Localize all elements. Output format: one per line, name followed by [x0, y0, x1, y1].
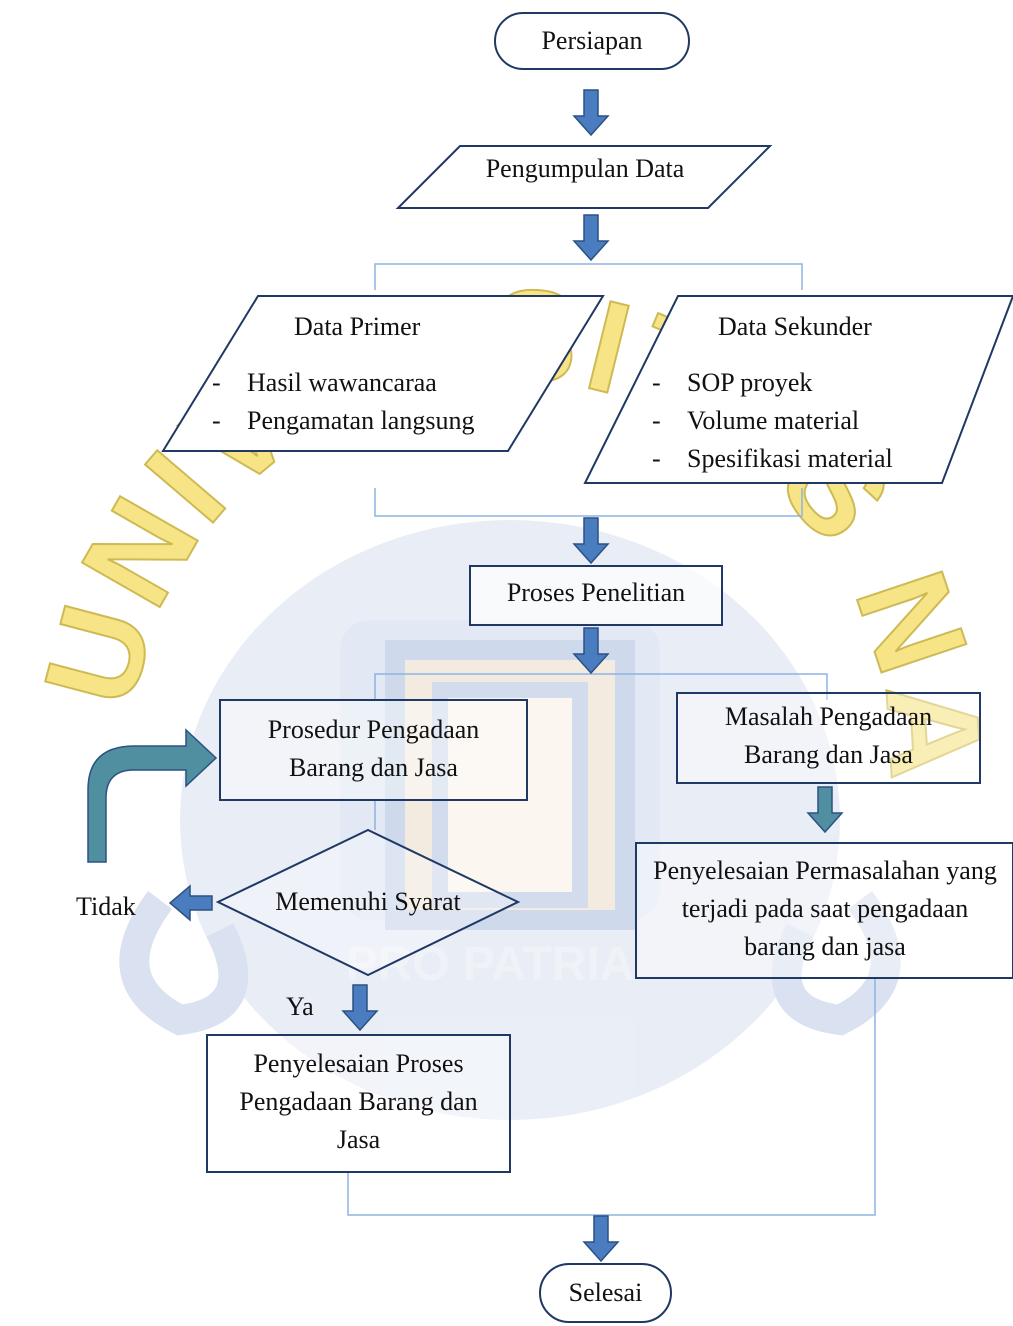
start-terminator — [494, 12, 690, 70]
arrow-down-3 — [572, 517, 610, 565]
secondary-item-1: SOP proyek — [687, 368, 813, 397]
primary-bullet-2: - — [212, 406, 221, 435]
completion-label: Penyelesaian Proses Pengadaan Barang dan… — [239, 1049, 478, 1154]
decision-diamond — [215, 828, 521, 977]
secondary-data-parallelogram — [583, 295, 1013, 484]
process-label: Proses Penelitian — [506, 578, 686, 607]
end-terminator — [539, 1263, 672, 1323]
arrow-down-5 — [806, 786, 844, 834]
problem-label: Masalah Pengadaan Barang dan Jasa — [724, 702, 933, 769]
secondary-item-2: Volume material — [687, 406, 860, 435]
decision-label: Memenuhi Syarat — [275, 887, 461, 916]
procedure-box — [219, 699, 528, 801]
arrow-down-6 — [341, 984, 379, 1032]
arrow-down-1 — [572, 89, 610, 137]
arrow-down-7 — [582, 1215, 620, 1263]
primary-item-2: Pengamatan langsung — [247, 406, 475, 435]
procedure-label: Prosedur Pengadaan Barang dan Jasa — [267, 715, 480, 782]
primary-data-parallelogram — [161, 295, 605, 452]
process-box — [469, 565, 723, 626]
end-label: Selesai — [568, 1278, 643, 1307]
problem-box — [676, 692, 981, 784]
yes-label: Ya — [286, 992, 314, 1021]
solution-label: Penyelesaian Permasalahan yang terjadi p… — [653, 856, 997, 961]
secondary-bullet-1: - — [652, 368, 661, 397]
start-label: Persiapan — [541, 26, 643, 55]
arrow-down-2 — [572, 214, 610, 262]
primary-bullet-1: - — [212, 368, 221, 397]
secondary-bullet-2: - — [652, 406, 661, 435]
collect-label: Pengumpulan Data — [485, 154, 685, 183]
collect-data-parallelogram — [395, 145, 773, 209]
arrow-left-tidak — [168, 884, 213, 922]
secondary-title: Data Sekunder — [718, 312, 872, 341]
completion-box — [206, 1034, 511, 1173]
watermark-center-text: PRO PATRIA — [346, 938, 635, 991]
solution-box — [635, 842, 1013, 979]
secondary-bullet-3: - — [652, 444, 661, 473]
no-label: Tidak — [76, 892, 136, 921]
connectors — [347, 263, 876, 1216]
primary-title: Data Primer — [294, 312, 421, 341]
arrow-down-4 — [572, 627, 610, 675]
primary-item-1: Hasil wawancaraa — [247, 368, 437, 397]
arrow-loop-back — [87, 728, 218, 863]
secondary-item-3: Spesifikasi material — [687, 444, 893, 473]
